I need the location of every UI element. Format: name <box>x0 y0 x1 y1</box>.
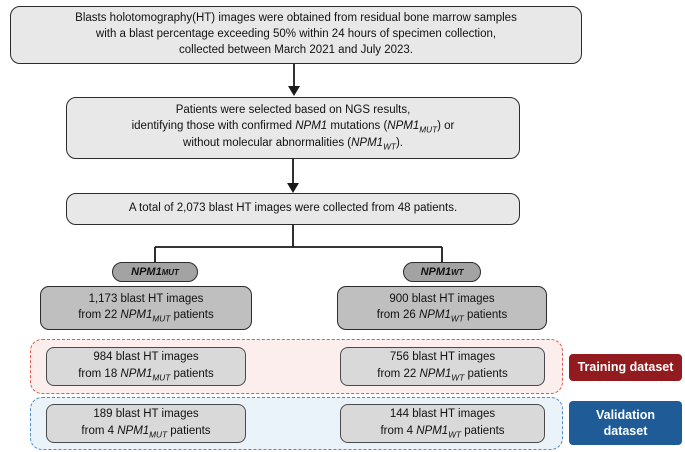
text-segment: patients <box>461 424 505 437</box>
text-line: without molecular abnormalities (NPM1WT)… <box>183 136 403 153</box>
text-line: identifying those with confirmed NPM1 mu… <box>132 119 455 136</box>
box-wt-total-images: 900 blast HT images from 26 NPM1WT patie… <box>337 286 547 330</box>
text-line: A total of 2,073 blast HT images were co… <box>128 202 458 215</box>
gene-subscript: MUT <box>161 267 179 277</box>
text-line: from 22 NPM1MUT patients <box>78 307 214 325</box>
gene-name: NPM1 <box>419 367 452 380</box>
text-segment: from 22 <box>78 309 121 322</box>
gene-subscript: WT <box>448 429 462 439</box>
gene-name: NPM1 <box>120 309 153 322</box>
box-wt-validation-images: 144 blast HT images from 4 NPM1WT patien… <box>340 404 545 443</box>
branch-split-line <box>154 225 443 263</box>
text-line: Training dataset <box>577 360 674 375</box>
text-line: from 26 NPM1WT patients <box>377 307 507 325</box>
text-line: with a blast percentage exceeding 50% wi… <box>95 28 497 41</box>
text-segment: ) or <box>437 120 455 133</box>
text-line: from 4 NPM1WT patients <box>380 423 504 441</box>
text-line: 900 blast HT images <box>389 292 495 305</box>
text-segment: mutations ( <box>327 120 388 133</box>
box-mut-validation-images: 189 blast HT images from 4 NPM1MUT patie… <box>46 404 246 443</box>
gene-subscript: MUT <box>419 125 438 135</box>
gene-name: NPM1 <box>117 424 150 437</box>
box-ngs-selection: Patients were selected based on NGS resu… <box>66 97 520 159</box>
gene-name: NPM1 <box>351 136 384 149</box>
gene-subscript: MUT <box>152 314 171 324</box>
text-segment: without molecular abnormalities ( <box>183 136 352 149</box>
gene-subscript: MUT <box>149 429 168 439</box>
text-segment: ). <box>395 136 403 149</box>
gene-subscript: WT <box>451 372 465 382</box>
gene-subscript: WT <box>383 142 396 152</box>
gene-name: NPM1 <box>416 424 449 437</box>
text-segment: patients <box>464 367 508 380</box>
box-sample-collection: Blasts holotomography(HT) images were ob… <box>10 6 582 64</box>
text-segment: identifying those with confirmed <box>131 120 296 133</box>
gene-subscript: WT <box>450 314 464 324</box>
text-line: 984 blast HT images <box>93 351 199 364</box>
validation-dataset-label: Validation dataset <box>569 401 682 445</box>
gene-name: NPM1 <box>120 367 153 380</box>
gene-subscript: MUT <box>152 372 171 382</box>
text-line: from 22 NPM1WT patients <box>377 366 507 384</box>
gene-name: NPM1 <box>295 120 328 133</box>
box-wt-training-images: 756 blast HT images from 22 NPM1WT patie… <box>340 347 545 386</box>
text-segment: patients <box>167 424 211 437</box>
text-line: from 4 NPM1MUT patients <box>81 423 210 441</box>
text-line: 144 blast HT images <box>389 408 496 421</box>
text-segment: patients <box>170 367 214 380</box>
gene-name: NPM1 <box>420 266 452 278</box>
gene-subscript: WT <box>451 267 464 277</box>
arrowhead-1-icon <box>288 86 300 96</box>
text-segment: patients <box>463 309 508 322</box>
text-line: 1,173 blast HT images <box>88 292 204 305</box>
text-segment: from 4 <box>81 424 118 437</box>
gene-name: NPM1 <box>387 120 420 133</box>
text-line: Validation <box>595 407 656 422</box>
box-mut-training-images: 984 blast HT images from 18 NPM1MUT pati… <box>46 347 246 386</box>
text-line: Patients were selected based on NGS resu… <box>175 104 411 117</box>
text-line: Blasts holotomography(HT) images were ob… <box>75 12 517 25</box>
text-segment: patients <box>170 309 214 322</box>
training-dataset-label: Training dataset <box>569 354 682 381</box>
text-segment: from 26 <box>376 309 419 322</box>
text-segment: from 4 <box>380 424 417 437</box>
text-line: collected between March 2021 and July 20… <box>179 43 413 56</box>
text-segment: from 22 <box>377 367 420 380</box>
gene-name: NPM1 <box>418 309 451 322</box>
text-line: 756 blast HT images <box>389 351 496 364</box>
gene-name: NPM1 <box>131 266 162 278</box>
text-line: 189 blast HT images <box>93 408 199 421</box>
box-total-images: A total of 2,073 blast HT images were co… <box>66 193 520 225</box>
arrowhead-2-icon <box>287 183 299 193</box>
text-line: from 18 NPM1MUT patients <box>78 366 214 384</box>
text-segment: from 18 <box>78 367 121 380</box>
box-mut-total-images: 1,173 blast HT images from 22 NPM1MUT pa… <box>40 286 252 330</box>
text-line: dataset <box>603 424 648 438</box>
